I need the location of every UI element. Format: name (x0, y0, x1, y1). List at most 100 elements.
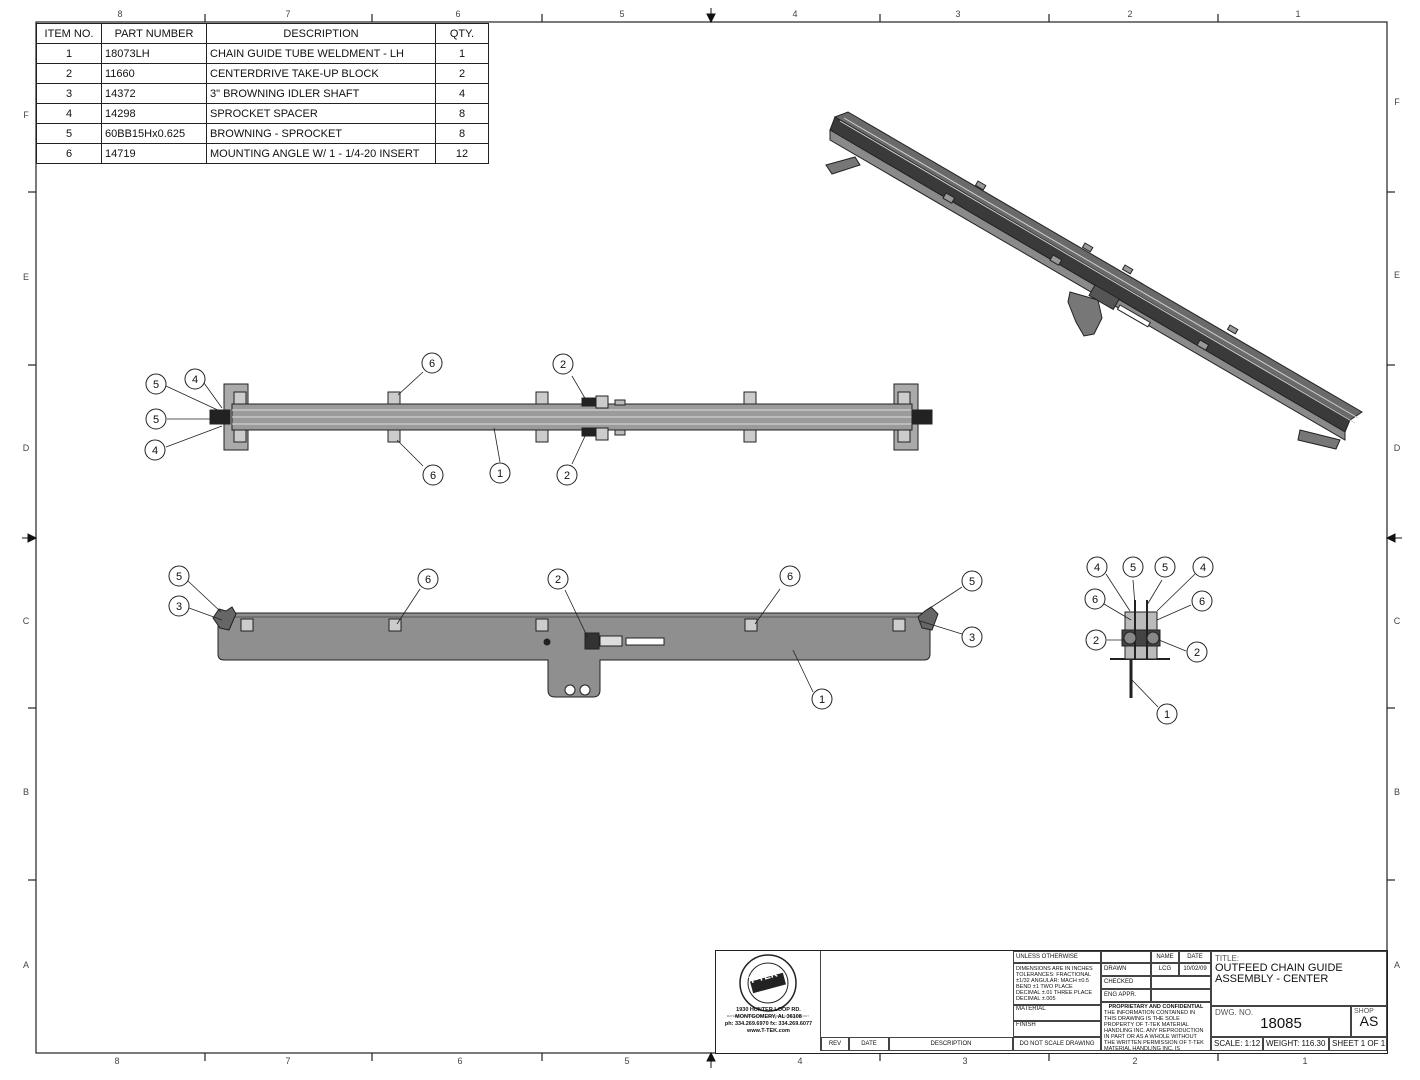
logo-ring-text: MATERIAL HANDLING INC. · THE EDGE OF TEC… (726, 1014, 810, 1018)
drawing-title-line-2: ASSEMBLY - CENTER (1215, 973, 1329, 985)
zone-top-8: 8 (117, 9, 122, 19)
bom-header-description: DESCRIPTION (206, 23, 436, 44)
front-view (212, 606, 939, 698)
drawn-by: LCG (1151, 963, 1179, 976)
rev-description-header: DESCRIPTION (889, 1037, 1013, 1051)
name-date-blank (1101, 951, 1151, 963)
balloon-front-6a: 6 (425, 574, 431, 586)
bom-description: BROWNING - SPROCKET (206, 123, 436, 144)
balloon-top-5a: 5 (153, 379, 159, 391)
balloon-side-2b: 2 (1194, 647, 1200, 659)
zone-left-d: D (23, 443, 30, 453)
material-label: MATERIAL (1013, 1005, 1101, 1021)
balloon-side-1: 1 (1164, 709, 1170, 721)
checked-blank (1151, 976, 1211, 989)
title-label: TITLE: (1215, 954, 1240, 963)
zone-left-e: E (23, 272, 29, 282)
zone-top-3: 3 (955, 9, 960, 19)
isometric-view (825, 111, 1363, 450)
zone-top-5: 5 (619, 9, 624, 19)
zone-left-c: C (23, 616, 30, 626)
balloon-front-5b: 5 (969, 576, 975, 588)
company-phone: ph: 334.269.6970 fx: 334.269.6077 (724, 1021, 813, 1027)
eng-appr-label: ENG APPR. (1101, 989, 1151, 1002)
company-website: www.T-TEK.com (747, 1028, 790, 1034)
zone-top-1: 1 (1295, 9, 1300, 19)
company-address-1: 1930 HUNTER LOOP RD. (736, 1007, 801, 1013)
zone-bottom-2: 2 (1132, 1056, 1137, 1066)
shop-value: AS (1359, 1013, 1379, 1029)
balloon-front-2: 2 (555, 574, 561, 586)
balloon-front-5a: 5 (176, 571, 182, 583)
zone-bottom-4: 4 (797, 1056, 802, 1066)
zone-bottom-7: 7 (285, 1056, 290, 1066)
bom-part-number: 14719 (101, 143, 207, 164)
company-address-2: MONTGOMERY, AL 36108 (735, 1014, 802, 1020)
zone-bottom-5: 5 (624, 1056, 629, 1066)
rev-date-header: DATE (849, 1037, 889, 1051)
bom-part-number: 14298 (101, 103, 207, 124)
title-block: T-TEK MATERIAL HANDLING INC. · THE EDGE … (715, 950, 1388, 1054)
zone-bottom-6: 6 (457, 1056, 462, 1066)
balloon-front-3b: 3 (969, 632, 975, 644)
bom-part-number: 18073LH (101, 43, 207, 64)
name-header: NAME (1151, 951, 1179, 963)
dwg-no: 18085 (1260, 1015, 1302, 1032)
bom-description: CENTERDRIVE TAKE-UP BLOCK (206, 63, 436, 84)
dwg-no-box: DWG. NO. 18085 (1211, 1006, 1351, 1037)
balloon-top-4a: 4 (192, 374, 198, 386)
rev-header: REV (821, 1037, 849, 1051)
drawn-date: 10/02/09 (1179, 963, 1211, 976)
balloon-side-6a: 6 (1092, 594, 1098, 606)
zone-bottom-8: 8 (114, 1056, 119, 1066)
checked-label: CHECKED (1101, 976, 1151, 989)
zone-left-b: B (23, 787, 29, 797)
bom-qty: 12 (435, 143, 489, 164)
balloon-top-4b: 4 (152, 445, 158, 457)
unless-specified: UNLESS OTHERWISE SPECIFIED: (1013, 951, 1101, 963)
bom-item-no: 1 (36, 43, 102, 64)
top-view (209, 383, 933, 451)
bom-description: MOUNTING ANGLE W/ 1 - 1/4-20 INSERT (206, 143, 436, 164)
company-logo (739, 954, 797, 1012)
proprietary-title: PROPRIETARY AND CONFIDENTIAL (1108, 1004, 1204, 1010)
tolerances: DIMENSIONS ARE IN INCHES TOLERANCES: FRA… (1013, 963, 1101, 1005)
bom-part-number: 14372 (101, 83, 207, 104)
zone-right-d: D (1394, 443, 1401, 453)
side-view (1110, 600, 1170, 698)
scale: SCALE: 1:12 (1211, 1037, 1263, 1051)
zone-top-4: 4 (792, 9, 797, 19)
bom-header: ITEM NO. PART NUMBER DESCRIPTION QTY. (36, 23, 489, 44)
bom-qty: 1 (435, 43, 489, 64)
proprietary-text: THE INFORMATION CONTAINED IN THIS DRAWIN… (1104, 1010, 1204, 1051)
balloon-side-4b: 4 (1200, 562, 1206, 574)
zone-right-a: A (1394, 960, 1400, 970)
balloon-side-2a: 2 (1093, 635, 1099, 647)
bom-part-number: 11660 (101, 63, 207, 84)
sheet-number: SHEET 1 OF 1 (1329, 1037, 1387, 1051)
zone-top-6: 6 (455, 9, 460, 19)
zone-right-c: C (1394, 616, 1401, 626)
balloon-top-2a: 2 (560, 359, 566, 371)
weight: WEIGHT: 116.30 (1263, 1037, 1329, 1051)
finish-label: FINISH (1013, 1021, 1101, 1037)
balloon-top-6a: 6 (429, 358, 435, 370)
balloon-front-6b: 6 (787, 571, 793, 583)
bom-qty: 4 (435, 83, 489, 104)
zone-bottom-1: 1 (1302, 1056, 1307, 1066)
shop-label: SHOP (1354, 1008, 1374, 1015)
balloon-side-5a: 5 (1130, 562, 1136, 574)
balloon-side-5b: 5 (1162, 562, 1168, 574)
bom-description: SPROCKET SPACER (206, 103, 436, 124)
zone-right-b: B (1394, 787, 1400, 797)
zone-left-f: F (23, 110, 29, 120)
bom-qty: 8 (435, 103, 489, 124)
proprietary-notice: PROPRIETARY AND CONFIDENTIAL THE INFORMA… (1101, 1002, 1211, 1051)
balloon-top-6b: 6 (430, 470, 436, 482)
